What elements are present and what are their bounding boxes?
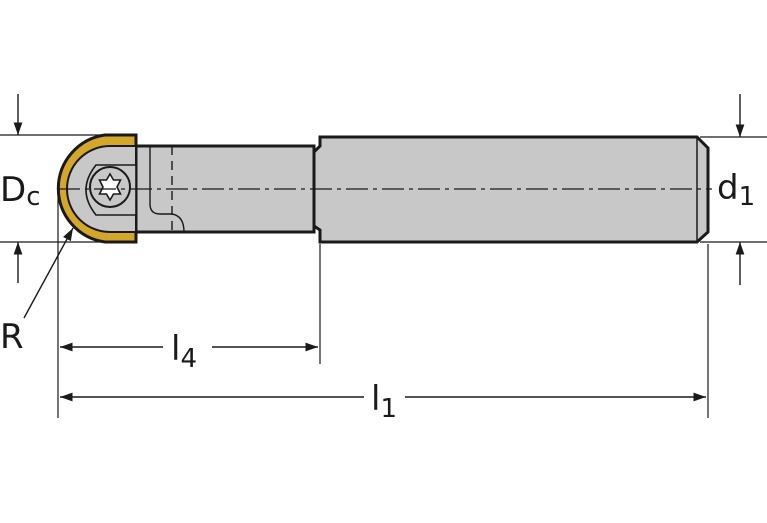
label-d1: d1 — [717, 168, 755, 212]
label-dc: Dc — [0, 170, 40, 212]
label-d1-main: d — [717, 168, 739, 208]
radius-leader — [23, 227, 74, 319]
label-dc-sub: c — [26, 182, 40, 212]
label-l1-main: l — [371, 379, 380, 419]
label-dc-main: D — [0, 170, 26, 210]
label-l1-sub: 1 — [380, 394, 397, 424]
label-r: R — [0, 317, 24, 357]
label-l4: l4 — [171, 329, 197, 374]
label-l4-sub: 4 — [180, 344, 197, 374]
extension-lines — [0, 134, 767, 418]
torx-screw-icon — [89, 166, 131, 208]
label-l4-main: l — [171, 329, 180, 369]
label-l1: l1 — [371, 379, 397, 424]
label-d1-sub: 1 — [739, 182, 756, 212]
